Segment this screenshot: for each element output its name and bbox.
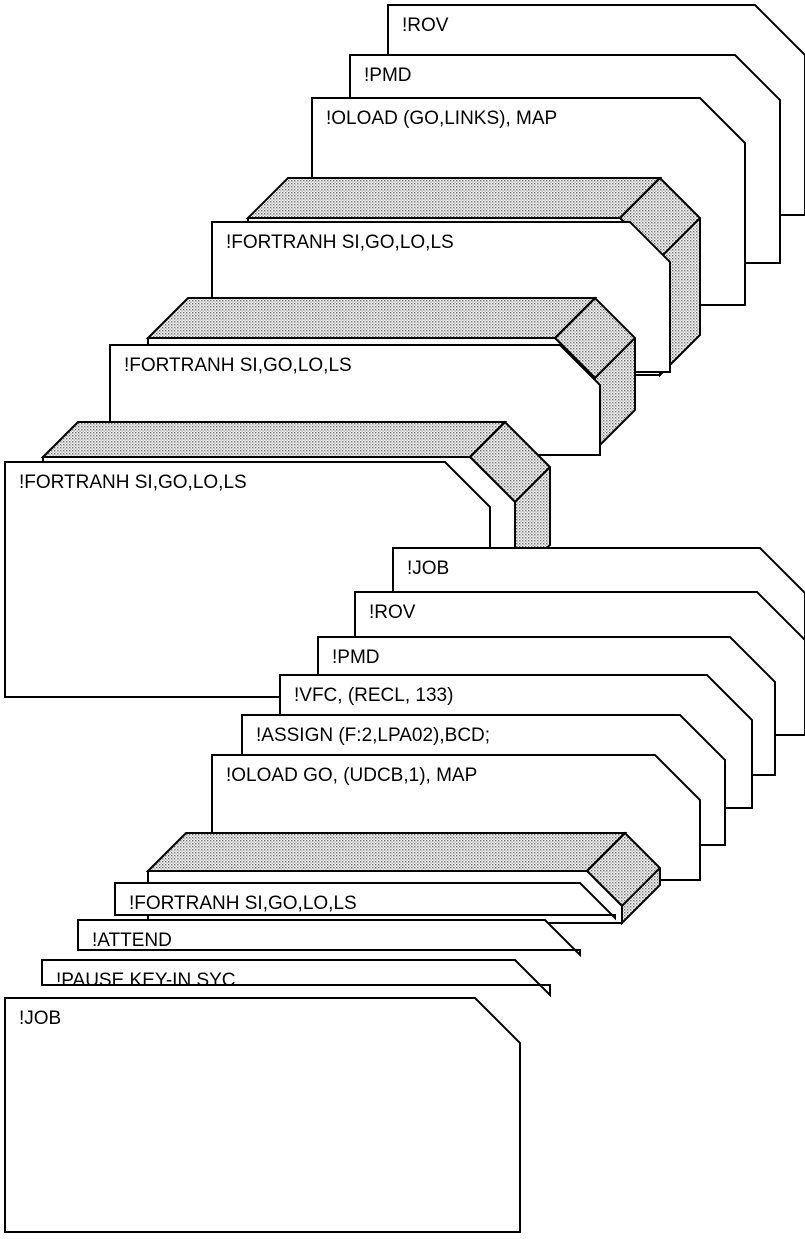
card-label: !ASSIGN (F:2,LPA02),BCD; <box>256 725 490 746</box>
card-outline <box>41 959 551 998</box>
card-label: !PAUSE KEY-IN SYC <box>56 970 236 991</box>
cards-layer: !ROV!PMD!OLOAD (GO,LINKS), MAPFORTRAN So… <box>4 4 805 1233</box>
card: !JOB <box>4 997 521 1233</box>
card-label: !FORTRANH SI,GO,LO,LS <box>129 893 357 914</box>
card-label: !FORTRANH SI,GO,LO,LS <box>19 472 247 493</box>
deck-top-face <box>145 297 598 339</box>
deck-top-face <box>145 832 628 872</box>
card-label: !VFC, (RECL, 133) <box>294 685 453 706</box>
card-outline <box>4 997 521 1233</box>
card-label: !ATTEND <box>92 930 172 951</box>
card-label: !FORTRANH SI,GO,LO,LS <box>226 232 454 253</box>
card: !ATTEND <box>77 919 581 958</box>
card-outline <box>77 919 581 958</box>
card-outline <box>114 882 616 921</box>
deck-top-face <box>245 177 663 219</box>
deck-top-face <box>40 421 508 458</box>
card-label: !PMD <box>332 647 380 668</box>
card-label: !JOB <box>19 1008 61 1029</box>
card-label: !OLOAD (GO,LINKS), MAP <box>326 108 557 129</box>
card-label: !ROV <box>369 602 416 623</box>
card-label: !FORTRANH SI,GO,LO,LS <box>124 355 352 376</box>
card-label: !JOB <box>407 558 449 579</box>
card-label: !ROV <box>402 15 449 36</box>
card: !PAUSE KEY-IN SYC <box>41 959 551 998</box>
card-label: !OLOAD GO, (UDCB,1), MAP <box>226 765 477 786</box>
card: !FORTRANH SI,GO,LO,LS <box>114 882 616 921</box>
card-label: !PMD <box>364 65 412 86</box>
